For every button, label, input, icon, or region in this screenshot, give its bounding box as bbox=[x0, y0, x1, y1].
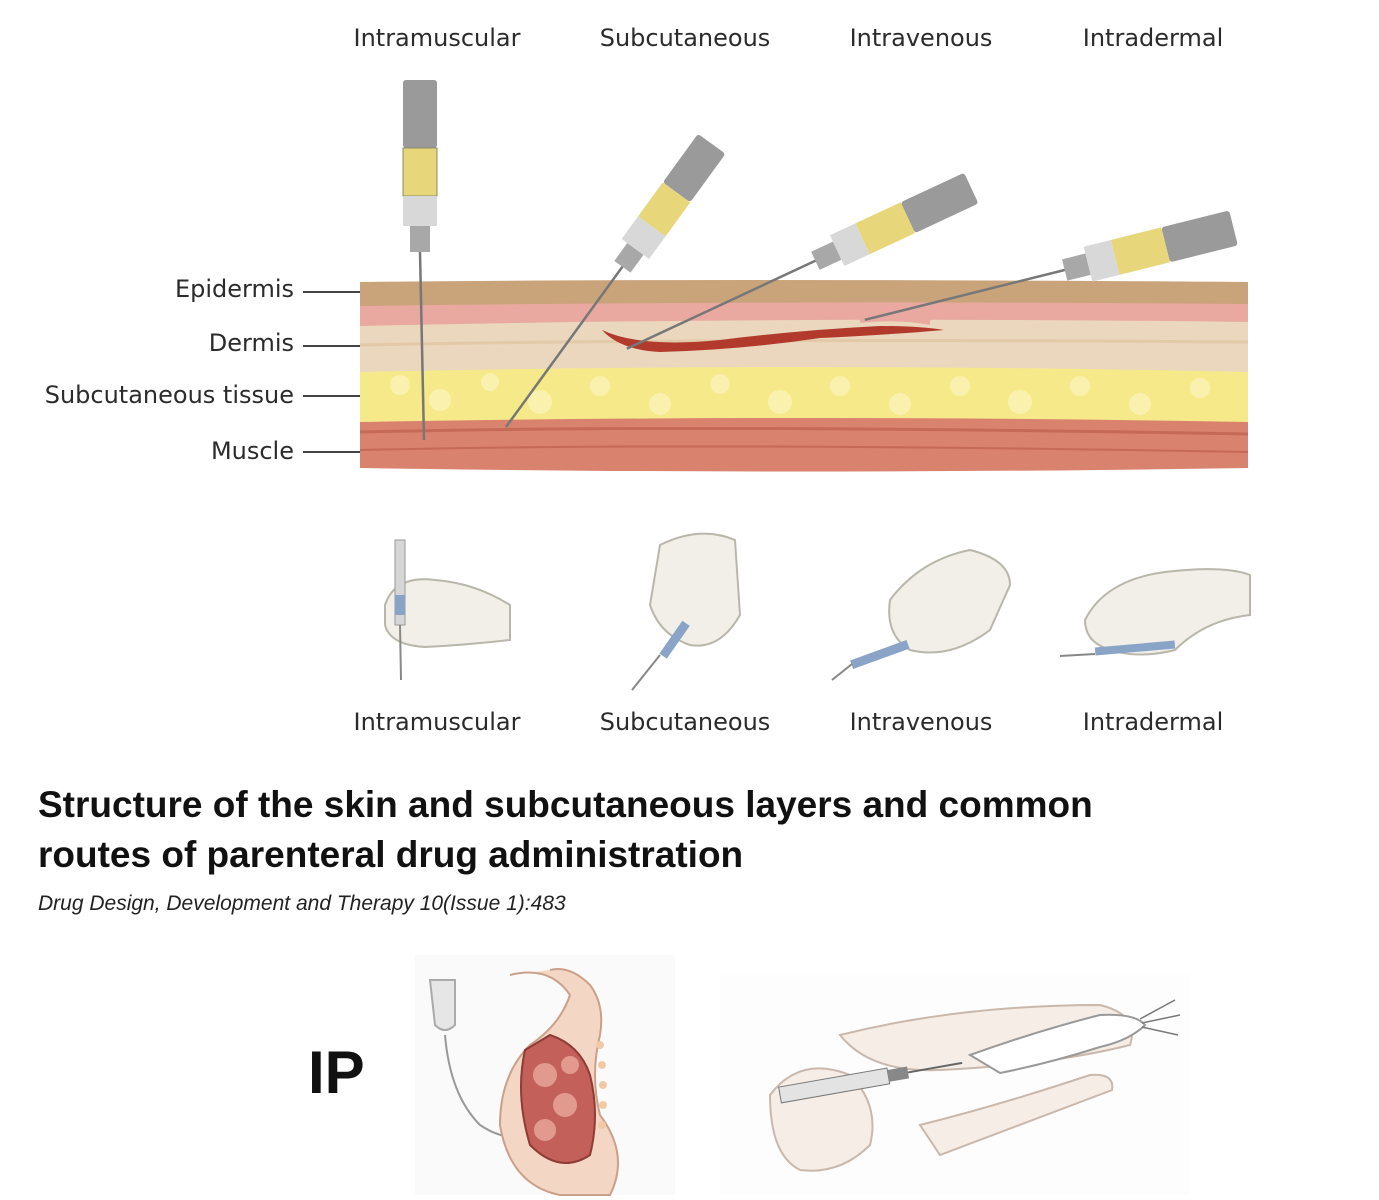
syringe-intravenous bbox=[626, 173, 978, 350]
route-label-intravenous-bottom: Intravenous bbox=[849, 708, 993, 736]
route-label-subcutaneous-bottom: Subcutaneous bbox=[599, 708, 771, 736]
intraperitoneal-illustrations bbox=[415, 955, 1190, 1196]
layer-label-subcutaneous-tissue: Subcutaneous tissue bbox=[44, 381, 294, 409]
layer-label-dermis: Dermis bbox=[208, 329, 294, 357]
figure-citation: Drug Design, Development and Therapy 10(… bbox=[38, 892, 566, 915]
route-label-intravenous-top: Intravenous bbox=[849, 24, 993, 52]
figure-title: Structure of the skin and subcutaneous l… bbox=[38, 780, 1338, 880]
vein bbox=[602, 326, 944, 352]
ip-label: IP bbox=[308, 1039, 365, 1106]
figure-title-line-1: Structure of the skin and subcutaneous l… bbox=[38, 784, 1093, 825]
epidermis-layer bbox=[360, 280, 1248, 306]
syringe-intradermal bbox=[864, 211, 1238, 322]
skin-layers bbox=[359, 280, 1249, 472]
route-label-intramuscular-bottom: Intramuscular bbox=[353, 708, 521, 736]
route-label-subcutaneous-top: Subcutaneous bbox=[599, 24, 771, 52]
subcutaneous-fat-layer bbox=[360, 364, 1248, 422]
abdomen-cross-section-illustration bbox=[415, 955, 675, 1196]
syringe-ip bbox=[778, 1061, 963, 1104]
route-label-intramuscular-top: Intramuscular bbox=[353, 24, 521, 52]
layer-label-muscle: Muscle bbox=[210, 437, 294, 465]
skin-cross-section-diagram bbox=[303, 80, 1249, 472]
hand-illustration-subcutaneous bbox=[631, 532, 742, 691]
hand-illustration-intravenous bbox=[831, 548, 1012, 681]
dermis-layer bbox=[360, 316, 1248, 372]
figure-title-line-2: routes of parenteral drug administration bbox=[38, 834, 744, 875]
route-label-intradermal-bottom: Intradermal bbox=[1082, 708, 1224, 736]
hand-illustration-intramuscular bbox=[384, 539, 511, 681]
muscle-layer bbox=[360, 413, 1248, 472]
layer-label-epidermis: Epidermis bbox=[174, 275, 294, 303]
syringe-subcutaneous bbox=[505, 135, 725, 428]
mouse-injection-illustration bbox=[720, 975, 1190, 1195]
dermis-pink-band bbox=[360, 300, 1248, 326]
hand-illustration-intradermal bbox=[1059, 568, 1251, 657]
route-label-intradermal-top: Intradermal bbox=[1082, 24, 1224, 52]
syringe-intramuscular bbox=[402, 80, 438, 441]
